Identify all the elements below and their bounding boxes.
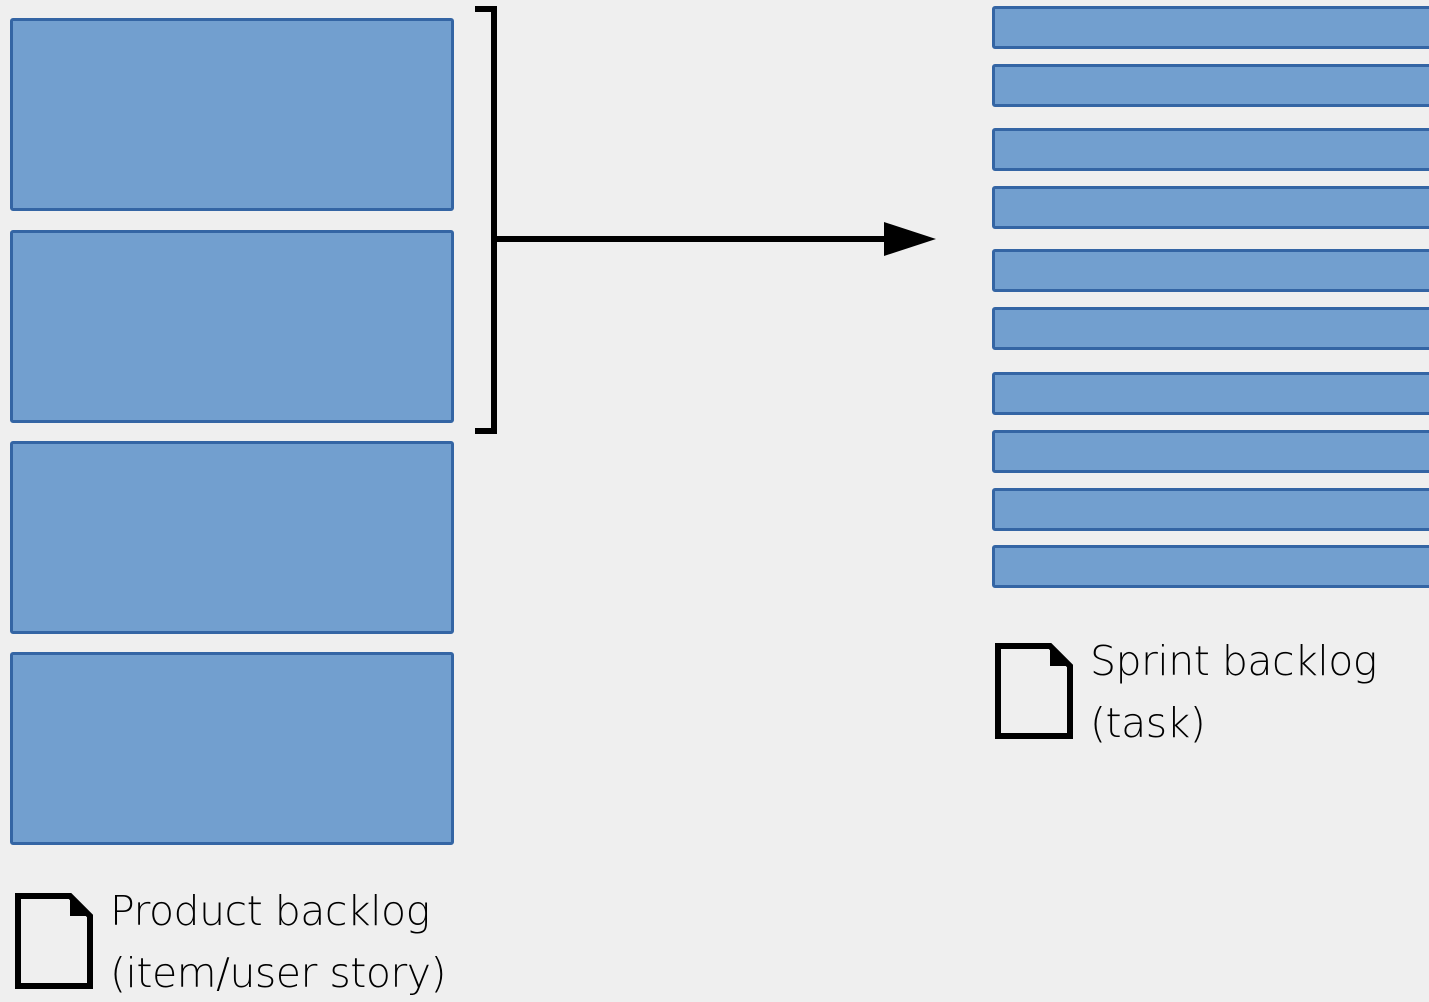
document-icon [995, 643, 1073, 739]
sprint-backlog-task [992, 186, 1429, 229]
product-backlog-label: Product backlog (item/user story) [110, 880, 447, 1002]
sprint-backlog-task [992, 64, 1429, 107]
sprint-backlog-task [992, 128, 1429, 171]
product-backlog-item [10, 18, 454, 211]
sprint-backlog-task [992, 249, 1429, 292]
arrow-head [884, 222, 936, 256]
product-backlog-item [10, 652, 454, 845]
product-backlog-item [10, 230, 454, 423]
product-backlog-label-line1: Product backlog [110, 887, 430, 935]
product-backlog-item [10, 441, 454, 634]
sprint-backlog-task [992, 307, 1429, 350]
product-backlog-legend: Product backlog (item/user story) [14, 887, 447, 1002]
sprint-backlog-task [992, 545, 1429, 588]
sprint-backlog-task [992, 6, 1429, 49]
sprint-backlog-legend: Sprint backlog (task) [994, 637, 1377, 754]
sprint-backlog-task [992, 430, 1429, 473]
selection-bracket [475, 6, 497, 434]
sprint-backlog-task [992, 488, 1429, 531]
sprint-backlog-label-line1: Sprint backlog [1090, 637, 1377, 685]
product-backlog-label-line2: (item/user story) [110, 949, 447, 997]
document-icon [15, 893, 93, 989]
sprint-backlog-label: Sprint backlog (task) [1090, 630, 1377, 754]
sprint-backlog-task [992, 372, 1429, 415]
sprint-backlog-label-line2: (task) [1090, 699, 1206, 747]
